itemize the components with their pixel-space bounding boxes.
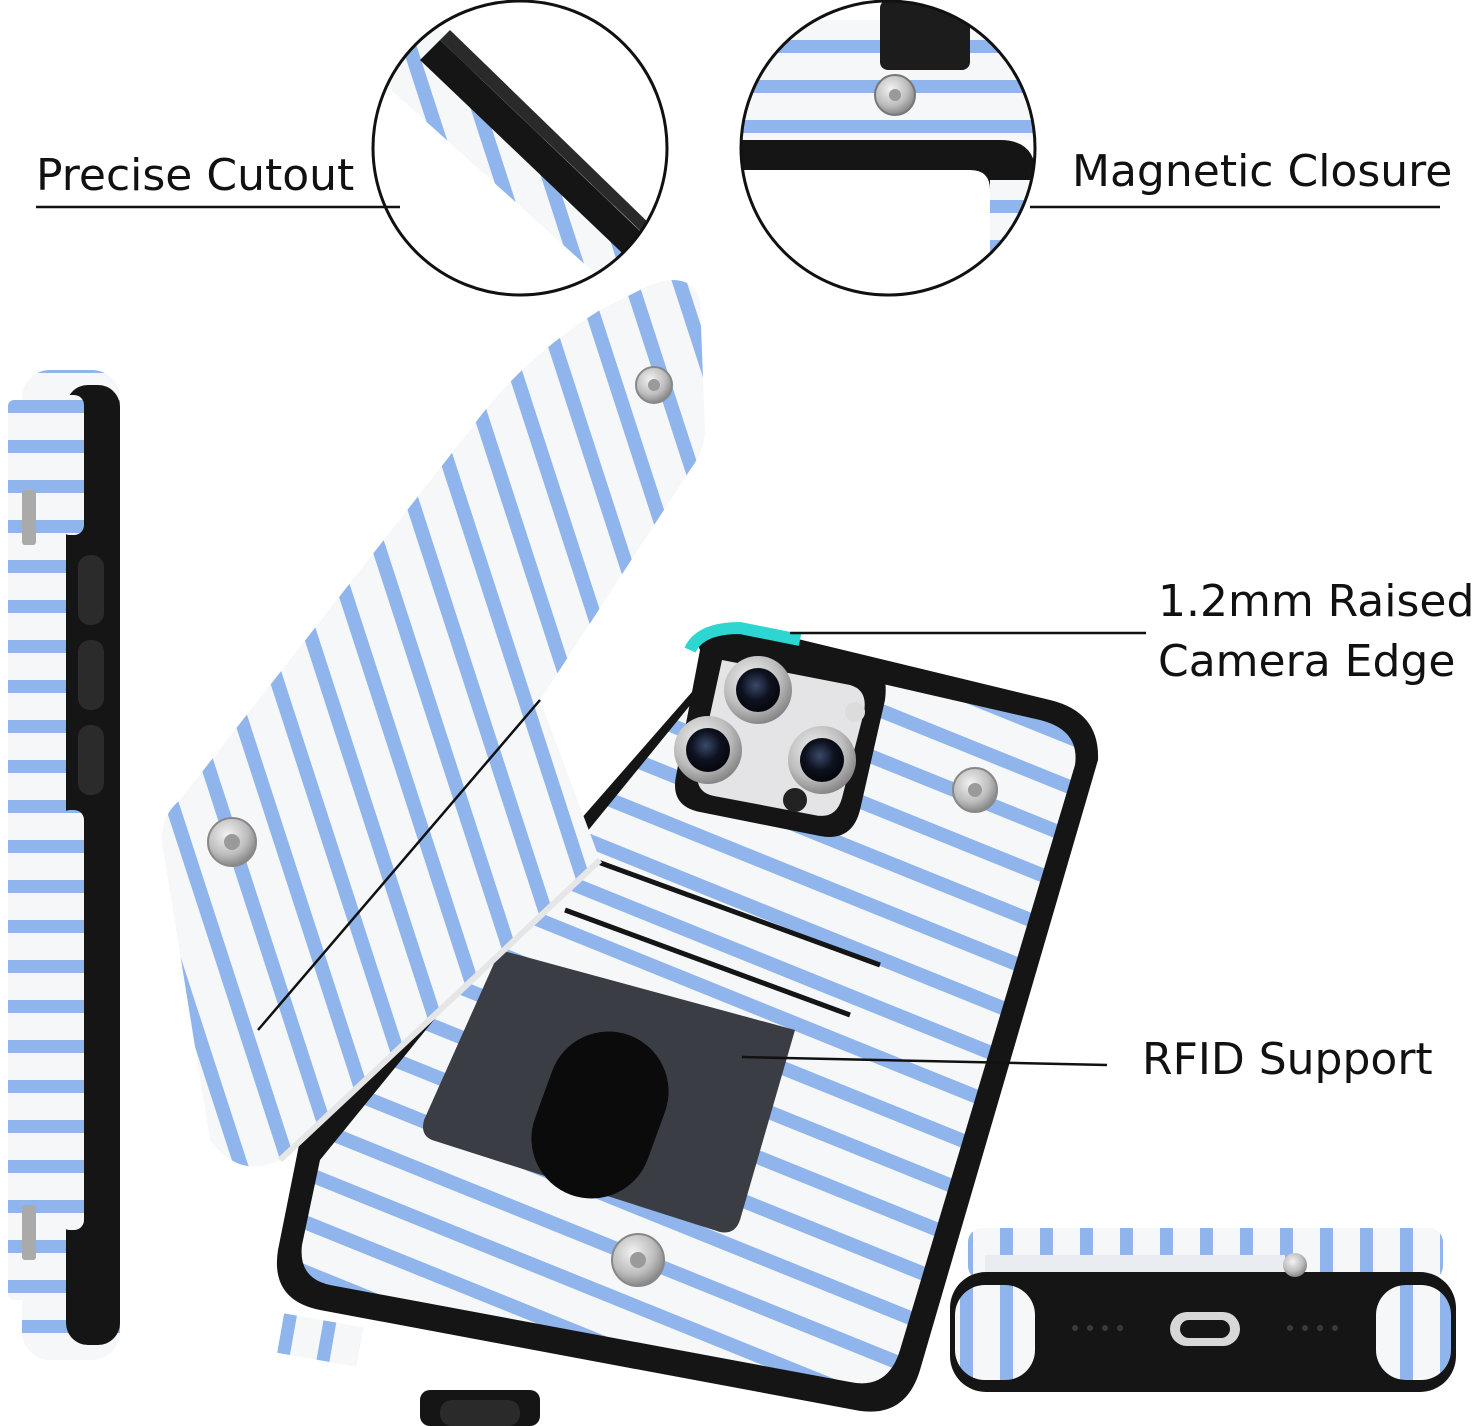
raised-edge-label-line2: Camera Edge bbox=[1158, 636, 1456, 687]
case-bottom-view bbox=[950, 1228, 1456, 1392]
cutout-detail-circle bbox=[371, 0, 669, 297]
rfid-support-label: RFID Support bbox=[1142, 1034, 1433, 1085]
callout-lines bbox=[36, 205, 1440, 1067]
case-side-view bbox=[8, 370, 120, 1360]
wallet-flap bbox=[162, 280, 706, 1167]
magnetic-closure-label: Magnetic Closure bbox=[1072, 146, 1453, 197]
case-front-view bbox=[276, 621, 1099, 1426]
closure-detail-circle bbox=[739, 0, 1037, 297]
raised-edge-label-line1: 1.2mm Raised bbox=[1158, 576, 1475, 627]
precise-cutout-label: Precise Cutout bbox=[36, 150, 355, 201]
